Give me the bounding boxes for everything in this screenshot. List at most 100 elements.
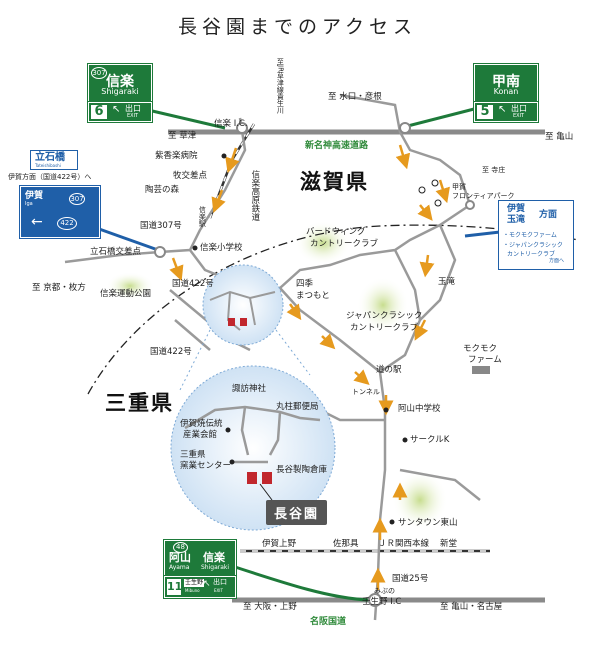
ayama-exit-arrow — [231, 564, 369, 602]
detail-marker-yogyou — [229, 459, 235, 465]
exit-5-number: 5 — [477, 105, 493, 119]
iga-tamataki-title-1: 伊賀 — [507, 204, 526, 214]
konan-exit-sign: 甲南 Konan 5 出口 EXIT ↖ — [474, 64, 538, 122]
prefecture-border — [87, 224, 579, 395]
shigaraki-exit-arrow — [147, 108, 226, 130]
suntown-label: サンタウン東山 — [398, 518, 458, 528]
post-office-label: 丸柱郵便局 — [276, 402, 319, 412]
mokumoku-label-2: ファーム — [468, 355, 502, 365]
kansai-line-label: ＪＲ関西本線 — [378, 539, 430, 549]
shigaraki-station-label: 信楽駅 — [198, 206, 207, 227]
iga-tamataki-item-1: ・モクモクファーム — [503, 232, 557, 239]
iga-tamataki-dir: 方面 — [539, 210, 558, 220]
suwa-shrine-label: 諏訪神社 — [232, 384, 267, 394]
konan-exit-en: EXIT — [513, 113, 525, 119]
tamataki-label: 玉滝 — [438, 277, 456, 287]
arrow-left-icon: ← — [31, 214, 43, 230]
soko-label: 長谷製陶倉庫 — [276, 465, 328, 475]
michinoeki-label: 道の駅 — [376, 365, 402, 375]
ayama-school-label: 阿山中学校 — [398, 404, 441, 414]
kouka-label-1: 甲賀 — [452, 183, 466, 191]
ayama-sign-name-2: 信楽 — [203, 551, 225, 564]
r307-label: 国道307号 — [140, 221, 182, 231]
ayama-exit-text: 出口 — [213, 578, 227, 586]
meihan-label: 名阪国道 — [310, 617, 347, 627]
mibuno-sub-name: 壬生野 — [184, 579, 205, 587]
iga-tamataki-box: 伊賀 玉滝 方面 ・モクモクファーム ・ジャパンクラシック カントリークラブ 方… — [498, 200, 574, 270]
tougei-label: 陶芸の森 — [145, 185, 180, 195]
jcc-label-1: ジャパンクラシック — [346, 311, 423, 321]
kouka-label-2: フロンティアパーク — [452, 192, 515, 200]
lens-connector — [179, 329, 311, 391]
konan-sign-name: 甲南 — [492, 74, 520, 90]
shigaraki-railway-label: 信楽高原鉄道 — [249, 170, 260, 221]
tunnel-label: トンネル — [352, 388, 380, 396]
mibuno-ic-label: 壬生野 I.C — [362, 597, 402, 607]
park-jcc — [357, 277, 409, 333]
ayama-exit-sign: 48 阿山 信楽 Ayama Shigaraki 11 壬生野 Mibuno 出… — [164, 540, 236, 598]
dir-kameyama: 至 亀山 — [545, 132, 574, 142]
shigaraki-ic-label: 信楽 I.C. — [214, 119, 248, 129]
nagatanien-pointer — [259, 483, 273, 501]
iga-direction-roman: Iga — [25, 201, 33, 207]
dentou-label-2: 産業会館 — [183, 430, 218, 440]
konan-exit-text: 出口 — [511, 104, 527, 113]
mokumoku-label-1: モクモク — [463, 344, 498, 354]
arrow-up-left-icon: ↖ — [498, 104, 507, 115]
dir-osaka: 至 大阪・上野 — [243, 602, 297, 612]
arrow-up-left-icon: ↖ — [203, 579, 211, 589]
iga-ueno-station-label: 伊賀上野 — [262, 539, 297, 549]
ayama-sign-roman-1: Ayama — [169, 564, 190, 571]
park-undou — [106, 272, 154, 300]
shigaraki-sign-name: 信楽 — [106, 74, 134, 90]
shigaraki-exit-sign: 307 信楽 Shigaraki 6 出口 EXIT ↖ — [88, 64, 152, 122]
iga-tamataki-title-2: 玉滝 — [507, 215, 526, 225]
mie-prefecture-label: 三重県 — [105, 391, 174, 415]
detail-building-1 — [247, 472, 257, 484]
tateishi-crossing-label: 立石橋交差点 — [90, 247, 142, 257]
sanabe-station-label: 佐那具 — [333, 539, 359, 549]
dir-kyoto: 至 京都・枚方 — [32, 283, 86, 293]
iga-direction-panel: 伊賀 Iga 307 ← 422 — [20, 186, 100, 238]
yogyou-label-1: 三重県 — [180, 450, 206, 460]
dir-jr-kusatsu: 至JR草津線貴生川 — [276, 58, 285, 114]
tateishi-sign-name: 立石橋 — [35, 152, 65, 163]
route-arrows — [169, 144, 450, 590]
small-magnifier-building — [228, 318, 235, 326]
map-title: 長谷園までのアクセス — [178, 16, 418, 38]
r25-label: 国道25号 — [392, 574, 429, 584]
yogyou-label-2: 窯業センター — [180, 461, 232, 471]
exit-6-number: 6 — [91, 105, 107, 119]
detail-magnifier — [170, 365, 336, 531]
shindo-station-label: 新堂 — [440, 539, 458, 549]
tateishi-caption: 伊賀方面（国道422号）へ — [8, 173, 92, 181]
park-birdwing — [295, 221, 351, 265]
detail-marker-center — [225, 427, 231, 433]
detail-building-2 — [262, 472, 272, 484]
konan-sign-roman: Konan — [493, 87, 519, 96]
shigaraki-exit-en: EXIT — [127, 113, 139, 119]
route-422-badge: 422 — [57, 217, 77, 230]
makizaten-label: 牧交差点 — [173, 171, 208, 181]
ayama-sign-roman-2: Shigaraki — [201, 564, 230, 571]
route-307-small-badge: 307 — [69, 193, 85, 205]
dir-kusatsu: 至 草津 — [168, 131, 197, 141]
nagatanien-destination: 長谷園 — [266, 500, 328, 525]
dentou-label-1: 伊賀焼伝統 — [180, 419, 223, 429]
iga-blue-arrow — [464, 230, 501, 238]
shikouen-label: 紫香楽病院 — [155, 151, 198, 161]
dir-minakuchi: 至 水口・彦根 — [328, 92, 382, 102]
small-magnifier-building-2 — [240, 318, 247, 326]
shigaraki-sign-roman: Shigaraki — [101, 87, 139, 96]
shiki-label-1: 四季 — [296, 279, 314, 289]
meishin-label: 新名神高速道路 — [305, 141, 369, 151]
r422-label-b: 国道422号 — [150, 347, 192, 357]
sun-icons — [418, 179, 442, 207]
birdwing-label-1: バードウィング — [306, 227, 366, 237]
mibuno-small-label: みぶの — [374, 587, 395, 595]
jcc-label-2: カントリークラブ — [350, 323, 419, 333]
iga-tamataki-item-3: カントリークラブ — [507, 251, 556, 258]
small-magnifier — [202, 264, 284, 346]
